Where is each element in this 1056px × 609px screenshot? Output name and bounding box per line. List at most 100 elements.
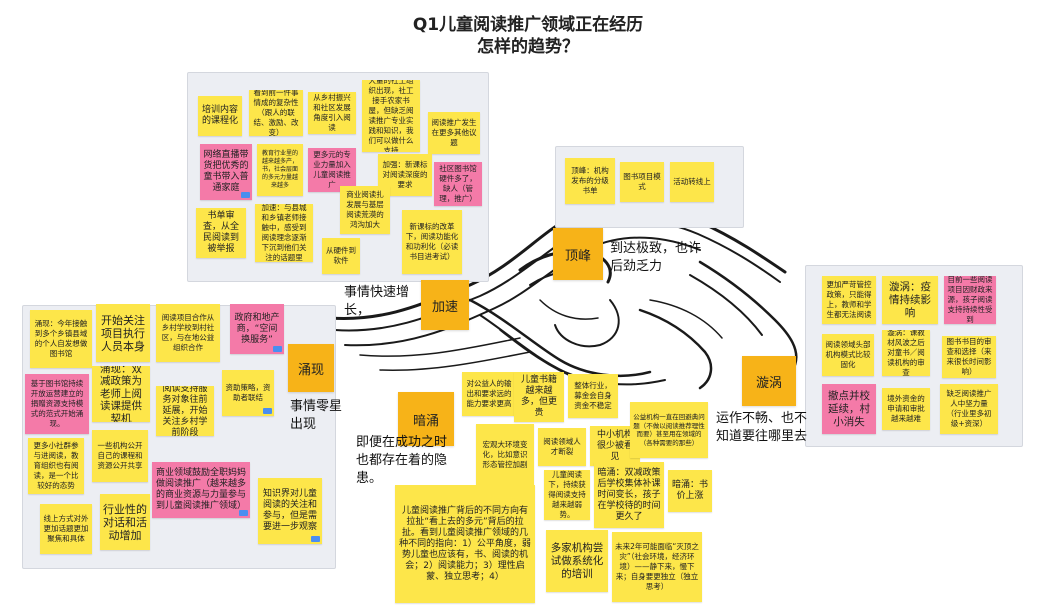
- note-text: 涌现：双减政策为老师上阅读课提供契机: [95, 366, 147, 422]
- stage-tag-emergence: 涌现: [288, 344, 334, 392]
- note-text: 线上方式对外更加话题更加聚焦和具体: [43, 514, 89, 544]
- sticky-note: 阅读项目合作从乡村学校到村社区，与在地公益组织合作: [156, 304, 220, 362]
- stage-tag-acceleration: 加速: [421, 280, 469, 330]
- note-text: 教育行业里的越来越多产，书，社会层面的多元力量越来越多: [260, 150, 300, 190]
- sticky-note: 多家机构尝试做系统化的培训: [546, 530, 608, 592]
- sticky-note: 阅读推广发生在更多其他议题: [428, 112, 480, 154]
- sticky-note: 基于图书馆持续开放运营建立的捐赠资源支持模式的范式开始涌现。: [25, 374, 89, 434]
- sticky-note: 行业性的对话和活动增加: [100, 494, 150, 550]
- note-text: 看到前一件事情成的复杂性（跟人的联结、激励、改变）: [252, 90, 300, 136]
- comment-badge-icon: [311, 536, 320, 542]
- note-text: 基于图书馆持续开放运营建立的捐赠资源支持模式的范式开始涌现。: [28, 379, 86, 429]
- sticky-note: 缺乏阅读推广人中坚力量（行业里多初级+资深）: [940, 384, 998, 434]
- sticky-note: 阅读领域人才断裂: [538, 428, 586, 466]
- note-text: 目前一些阅读项目因财政来源，孩子阅读支持持续性受到: [947, 276, 993, 324]
- note-text: 顶峰：机构发布的分级书单: [568, 166, 612, 196]
- sticky-note: 境外资金的申请和审批越来越难: [882, 388, 930, 430]
- stage-desc-peak: 到达极致，也许后劲乏力: [610, 240, 710, 276]
- note-text: 未来2年可能面临“灭顶之灾”（社会环境，经济环境）——静下来，慢下来；自身要更独…: [615, 542, 699, 592]
- stage-tag-label: 顶峰: [565, 245, 591, 264]
- stage-desc-text: 运作不畅、也不知道要往哪里去: [716, 411, 807, 444]
- note-text: 商业阅读扎发展与基层阅读荒漠的鸿沟加大: [343, 190, 387, 230]
- sticky-note: 涌现：双减政策为老师上阅读课提供契机: [92, 366, 150, 422]
- stage-tag-peak: 顶峰: [553, 228, 603, 280]
- sticky-note: 书单审查，从全民阅读到被举报: [196, 208, 246, 258]
- sticky-note: 漩涡：课教材风波之后对童书／阅读机构的审查: [882, 330, 930, 376]
- stage-desc-text: 即便在成功之时也都存在着的隐患。: [356, 435, 447, 486]
- sticky-note: 开始关注项目执行人员本身: [96, 304, 150, 362]
- note-text: 资助策略，资助者联结: [225, 383, 271, 403]
- note-text: 漩涡：疫情持续影响: [885, 281, 935, 320]
- stage-desc-emergence: 事情零星出现: [290, 398, 344, 434]
- note-text: 公益机构一直在回避典问题（不做以阅读推荐理性而要）甚至用在领域的（各种需要的那些…: [633, 413, 705, 447]
- sticky-note: 培训内容的课程化: [198, 96, 242, 136]
- note-text: 儿童阅读下，持续获得阅读支持越来越弱势。: [547, 470, 587, 520]
- note-text: 多家机构尝试做系统化的培训: [549, 542, 605, 581]
- comment-badge-icon: [263, 408, 272, 414]
- sticky-note: 教育行业里的越来越多产，书，社会层面的多元力量越来越多: [257, 144, 303, 196]
- note-text: 从硬件到软件: [325, 246, 357, 266]
- sticky-note: 一些机构公开自己的课程和资源公开共享: [92, 430, 148, 482]
- note-text: 漩涡：课教材风波之后对童书／阅读机构的审查: [885, 330, 927, 376]
- note-text: 涌现：今年接触到多个乡镇县域的个人自发想做图书馆: [33, 319, 89, 359]
- note-text: 更加严苛管控政策，只能得上，教师和学生都无法阅读: [825, 280, 873, 320]
- note-text: 儿童书籍越来越多，但更贵: [517, 375, 561, 419]
- sticky-note: 活动转线上: [670, 162, 714, 202]
- stage-desc-text: 到达极致，也许后劲乏力: [610, 241, 701, 274]
- note-text: 更多元的专业力量加入儿童阅读推广: [311, 150, 353, 190]
- sticky-note: 目前一些阅读项目因财政来源，孩子阅读支持持续性受到: [944, 276, 996, 324]
- sticky-note: 儿童阅读推广背后的不同方向有拉扯“看上去的多元”背后的拉扯。看到儿童阅读推广领域…: [395, 485, 535, 603]
- stage-tag-vortex: 漩涡: [742, 356, 796, 406]
- note-text: 暗涌：双减政策后学校集体补课时间变长，孩子在学校待的时间更久了: [597, 468, 661, 523]
- note-text: 图书项目模式: [623, 172, 661, 192]
- note-text: 商业领域鼓励全职妈妈做阅读推广（越来越多的商业资源与力量参与到儿童阅读推广领域）: [155, 468, 247, 512]
- stage-tag-label: 漩涡: [756, 372, 782, 391]
- note-text: 活动转线上: [673, 177, 711, 187]
- sticky-note: 阅读领域头部机构模式比较固化: [822, 334, 874, 376]
- stage-tag-label: 暗涌: [413, 410, 439, 429]
- note-text: 境外资金的申请和审批越来越难: [885, 394, 927, 424]
- sticky-note: 商业阅读扎发展与基层阅读荒漠的鸿沟加大: [340, 186, 390, 234]
- note-text: 阅读支持服务对象往前延展，开始关注乡村学前阶段: [159, 386, 211, 436]
- sticky-note: 新课标的改革下，阅读功能化和功利化（必读书目进考试）: [402, 210, 462, 274]
- note-text: 一些机构公开自己的课程和资源公开共享: [95, 441, 145, 471]
- comment-badge-icon: [241, 192, 250, 198]
- sticky-note: 图书项目模式: [620, 162, 664, 202]
- note-text: 新课标的改革下，阅读功能化和功利化（必读书目进考试）: [405, 222, 459, 262]
- comment-badge-icon: [273, 346, 282, 352]
- comment-badge-icon: [239, 510, 248, 516]
- stage-desc-vortex: 运作不畅、也不知道要往哪里去: [716, 410, 812, 446]
- sticky-note: 儿童阅读下，持续获得阅读支持越来越弱势。: [544, 470, 590, 520]
- sticky-note: 顶峰：机构发布的分级书单: [565, 158, 615, 204]
- note-text: 加速：与县城和乡镇老师接触中，感受到阅读理念逐渐下沉到他们关注的话题里: [258, 204, 310, 262]
- sticky-note: 更多小社群参与进阅读，教育组织也有阅读，是一个比较好的态势: [28, 438, 84, 494]
- stage-desc-text: 事情零星出现: [290, 399, 342, 432]
- sticky-note: 商业领域鼓励全职妈妈做阅读推广（越来越多的商业资源与力量参与到儿童阅读推广领域）: [152, 462, 250, 518]
- sticky-note: 看到前一件事情成的复杂性（跟人的联结、激励、改变）: [249, 90, 303, 136]
- note-text: 对公益人的输出和要求远的能力要求更高: [465, 379, 513, 409]
- sticky-note: 从硬件到软件: [322, 238, 360, 274]
- sticky-note: 漩涡：疫情持续影响: [882, 276, 938, 324]
- note-text: 大量的社工组织出现，社工接手农家书屋，但缺乏阅读推广专业实践和知识，我们可以做什…: [365, 80, 417, 152]
- sticky-note: 线上方式对外更加话题更加聚焦和具体: [40, 504, 92, 554]
- sticky-note: 资助策略，资助者联结: [222, 370, 274, 416]
- note-text: 阅读推广发生在更多其他议题: [431, 118, 477, 148]
- note-text: 撤点并校延续，村小消失: [825, 390, 873, 429]
- sticky-note: 更加严苛管控政策，只能得上，教师和学生都无法阅读: [822, 276, 876, 324]
- note-text: 整体行业，募金会自身资金不稳定: [571, 381, 615, 411]
- sticky-note: 公益机构一直在回避典问题（不做以阅读推荐理性而要）甚至用在领域的（各种需要的那些…: [630, 402, 708, 458]
- note-text: 知识界对儿童阅读的关注和参与，但是需要进一步观察: [261, 489, 319, 533]
- note-text: 政府和地产商，“空间换服务”: [233, 313, 281, 346]
- sticky-note: 对公益人的输出和要求远的能力要求更高: [462, 372, 516, 416]
- sticky-note: 暗涌：双减政策后学校集体补课时间变长，孩子在学校待的时间更久了: [594, 462, 664, 528]
- note-text: 行业性的对话和活动增加: [103, 503, 147, 542]
- note-text: 开始关注项目执行人员本身: [99, 314, 147, 353]
- note-text: 更多小社群参与进阅读，教育组织也有阅读，是一个比较好的态势: [31, 441, 81, 491]
- note-text: 图书书目的审查和选择（来来很长时间影响）: [945, 337, 993, 377]
- note-text: 宏观大环境变化，比如意识形态管控加剧: [479, 440, 531, 470]
- sticky-note: 儿童书籍越来越多，但更贵: [514, 372, 564, 422]
- note-text: 社区图书馆硬件多了，缺人（管理，推广）: [437, 164, 479, 204]
- sticky-note: 大量的社工组织出现，社工接手农家书屋，但缺乏阅读推广专业实践和知识，我们可以做什…: [362, 80, 420, 152]
- sticky-note: 未来2年可能面临“灭顶之灾”（社会环境，经济环境）——静下来，慢下来；自身要更独…: [612, 532, 702, 602]
- note-text: 阅读项目合作从乡村学校到村社区，与在地公益组织合作: [159, 313, 217, 353]
